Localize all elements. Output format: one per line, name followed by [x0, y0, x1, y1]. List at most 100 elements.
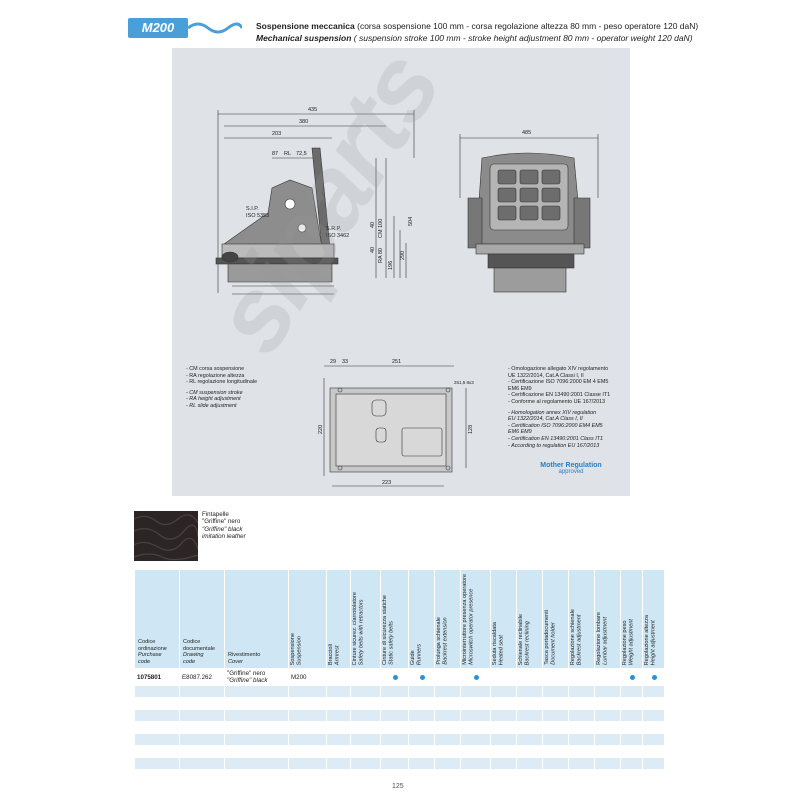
note-right-it-2: - Certificazione ISO 7096:2000 EM 4 EM5	[508, 379, 609, 386]
material-it-2: "Griffine" nero	[202, 518, 241, 526]
cell-static-belts	[380, 668, 409, 686]
note-left-it-1: - RA regolazione altezza	[186, 372, 245, 379]
note-right-it-5: - Conforme al regolamento UE 167/2013	[508, 398, 606, 405]
option-dot-icon	[420, 674, 425, 680]
table-row	[134, 757, 665, 770]
cell-lumbar-adjustment	[594, 668, 621, 686]
dim-290: 290	[400, 251, 406, 260]
option-dot-icon	[630, 674, 635, 680]
note-right-it-1: UE 1322/2014, Cat.A Classi I, II	[508, 372, 584, 379]
note-right-en-0: - Homologation annex XIV regulation	[508, 409, 597, 416]
option-dot-icon	[652, 674, 657, 680]
dim-33: 33	[342, 359, 348, 365]
header-purchase-it2: ordinazione	[138, 645, 167, 652]
mother-regulation-badge: Mother Regulation approved	[526, 462, 616, 475]
cell-microswitch	[460, 668, 491, 686]
dim-504: 504	[408, 217, 414, 226]
note-left-it-0: - CM corsa sospensione	[186, 366, 245, 372]
title-it-bold: Sospensione meccanica	[256, 21, 355, 31]
dim-203: 203	[272, 131, 281, 137]
note-left-en-2: - RL slide adjustment	[186, 402, 237, 409]
header-text: Sospensione meccanica (corsa sospensione…	[256, 20, 786, 44]
option-dot-icon	[393, 674, 398, 680]
note-right-it-3: EM6 EM9	[508, 385, 532, 392]
cell-belts-retractor	[350, 668, 381, 686]
cell-suspension: M200	[288, 668, 327, 686]
table-row	[134, 697, 665, 710]
dim-cm: CM 100	[378, 219, 384, 238]
dim-rl: RL	[284, 151, 291, 157]
title-it-rest: (corsa sospensione 100 mm - corsa regola…	[354, 21, 699, 31]
dim-251: 251	[392, 359, 401, 365]
header-drawing-it: Codice	[183, 639, 201, 646]
label-iso5353: ISO 5353	[246, 213, 269, 219]
dim-40b: 40	[370, 247, 376, 253]
header-drawing-en2: code	[183, 658, 196, 665]
cell-cover: "Griffine" nero"Griffine" black	[224, 668, 289, 686]
dim-220: 220	[318, 425, 324, 434]
header-drawing-it2: documentale	[183, 645, 216, 652]
header-purchase-en2: code	[138, 658, 151, 665]
dim-485: 485	[522, 130, 531, 136]
cell-height-adjustment	[642, 668, 665, 686]
cell-runners	[408, 668, 435, 686]
notes-right: - Omologazione allegato XIV regolamento …	[508, 366, 610, 449]
mother-regulation-sub: approved	[558, 469, 584, 475]
table-row	[134, 733, 665, 746]
table-header-row: Codice ordinazione Purchase code Codice …	[134, 569, 665, 669]
label-sip: S.I.P.	[246, 206, 259, 212]
leather-texture-icon	[134, 514, 198, 561]
note-right-it-0: - Omologazione allegato XIV regolamento	[508, 366, 609, 372]
header-purchase-en: Purchase	[138, 652, 162, 659]
dim-ra: RA 80	[378, 248, 384, 263]
table-row	[134, 745, 665, 758]
seat-drawing-svg: 435 380 203 87 RL 72,5 S.I.P. ISO 5353 S…	[215, 107, 599, 487]
header-cover-it: Rivestimento	[228, 652, 261, 659]
dim-40a: 40	[370, 222, 376, 228]
note-left-en-0: - CM suspension stroke	[186, 389, 243, 396]
front-view	[459, 134, 599, 293]
dim-29: 29	[330, 359, 336, 365]
cell-armrest	[326, 668, 351, 686]
header-drawing-code: Codice documentale Drawing code	[179, 569, 225, 669]
header-purchase-code: Codice ordinazione Purchase code	[134, 569, 180, 669]
material-label: Fintapelle "Griffine" nero "Griffine" bl…	[202, 511, 246, 541]
header-purchase-it: Codice	[138, 639, 156, 646]
label-srp: S.R.P.	[326, 226, 342, 232]
spec-table: Codice ordinazione Purchase code Codice …	[134, 569, 665, 770]
table-row: 1075801 E8087.262 "Griffine" nero"Griffi…	[134, 668, 665, 686]
spec-table-wrap: Codice ordinazione Purchase code Codice …	[134, 569, 665, 777]
table-row	[134, 685, 665, 698]
material-en-1: "Griffine" black	[202, 525, 243, 533]
table-row	[134, 721, 665, 734]
material-swatch	[134, 511, 198, 561]
material-en-2: imitation leather	[202, 533, 246, 541]
cell-backrest-reclining	[516, 668, 543, 686]
option-dot-icon	[474, 674, 479, 680]
mother-regulation-title: Mother Regulation	[540, 462, 602, 469]
plan-view	[323, 365, 467, 487]
dim-128: 128	[468, 425, 474, 434]
technical-drawing: 435 380 203 87 RL 72,5 S.I.P. ISO 5353 S…	[172, 48, 630, 496]
note-right-en-3: EM6 EM9	[508, 429, 532, 436]
cell-backrest-adjustment	[568, 668, 595, 686]
material-it-1: Fintapelle	[202, 511, 229, 518]
header-cover-en: Cover	[228, 658, 243, 665]
dim-435: 435	[308, 107, 317, 113]
note-left-en-1: - RA height adjustment	[186, 396, 241, 403]
label-iso3462: ISO 3462	[326, 233, 349, 239]
cell-heated-seat	[490, 668, 517, 686]
